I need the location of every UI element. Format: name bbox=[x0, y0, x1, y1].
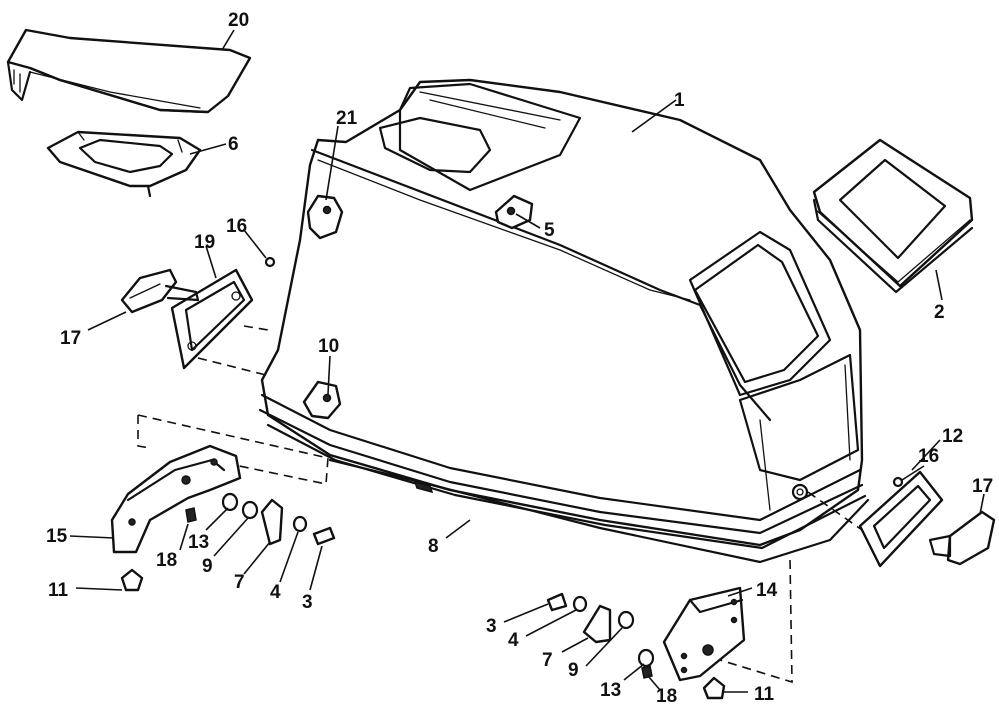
label-9-left: 9 bbox=[202, 556, 213, 577]
label-2: 2 bbox=[934, 302, 945, 323]
right-lower-bracket bbox=[546, 559, 793, 700]
label-16-right: 16 bbox=[918, 446, 939, 467]
label-19: 19 bbox=[194, 232, 215, 253]
label-8: 8 bbox=[428, 536, 439, 557]
part-labels: 20 6 1 2 21 5 16 19 17 10 8 12 16 17 14 … bbox=[46, 10, 993, 704]
label-4-left: 4 bbox=[270, 582, 281, 603]
label-16-left: 16 bbox=[226, 216, 247, 237]
label-11-right: 11 bbox=[754, 684, 775, 704]
label-15: 15 bbox=[46, 526, 68, 547]
left-latch-parts bbox=[120, 256, 276, 377]
label-10: 10 bbox=[318, 336, 339, 357]
label-12: 12 bbox=[942, 426, 963, 447]
part-1-cowl bbox=[258, 78, 870, 564]
label-17-right: 17 bbox=[972, 476, 993, 497]
left-lower-bracket bbox=[110, 414, 336, 592]
right-latch-parts bbox=[807, 470, 996, 568]
label-13-right: 13 bbox=[600, 680, 621, 701]
label-14: 14 bbox=[756, 580, 778, 601]
label-3-left: 3 bbox=[302, 592, 313, 613]
part-6-gasket bbox=[46, 130, 202, 198]
label-18-left: 18 bbox=[156, 550, 177, 571]
label-13-left: 13 bbox=[188, 532, 209, 553]
label-7-left: 7 bbox=[234, 572, 245, 593]
part-2-window-frame bbox=[812, 138, 974, 294]
label-4-right: 4 bbox=[508, 630, 519, 651]
label-21: 21 bbox=[336, 108, 358, 129]
label-3-right: 3 bbox=[486, 616, 497, 637]
label-6: 6 bbox=[228, 134, 239, 155]
label-17-left: 17 bbox=[60, 328, 81, 349]
label-11-left: 11 bbox=[48, 580, 69, 601]
label-20: 20 bbox=[228, 10, 249, 31]
label-18-right: 18 bbox=[656, 686, 677, 704]
leader-lines bbox=[69, 29, 985, 693]
label-7-right: 7 bbox=[542, 650, 553, 671]
label-9-right: 9 bbox=[568, 660, 579, 681]
part-20-lid bbox=[6, 28, 252, 114]
label-5: 5 bbox=[544, 220, 555, 241]
label-1: 1 bbox=[674, 90, 685, 111]
